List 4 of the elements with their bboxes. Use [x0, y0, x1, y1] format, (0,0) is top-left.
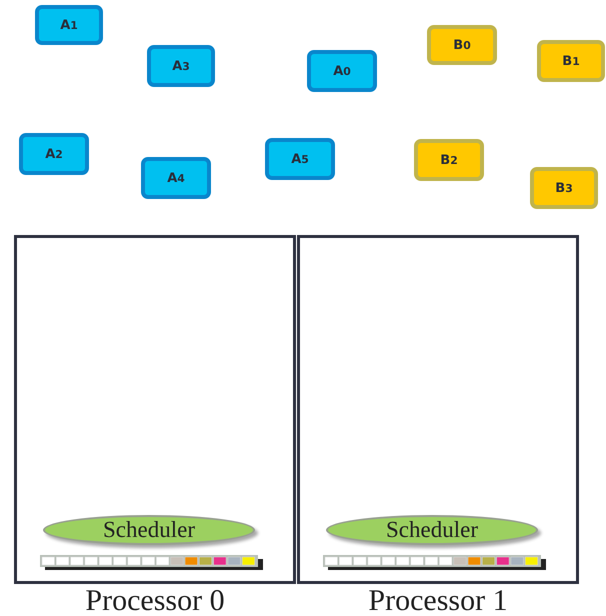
scheduler-ellipse: Scheduler — [43, 515, 255, 545]
processor-label: Processor 0 — [84, 586, 226, 616]
scheduler-ellipse: Scheduler — [326, 515, 538, 545]
processor-label: Processor 1 — [367, 586, 509, 616]
